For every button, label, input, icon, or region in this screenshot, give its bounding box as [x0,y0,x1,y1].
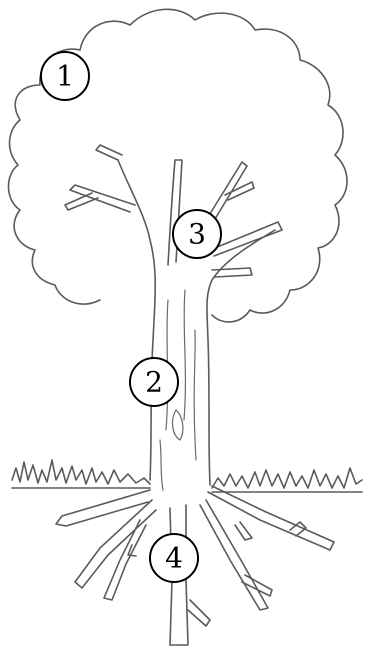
bark-line [173,410,183,440]
root-right-stub [235,522,252,540]
label-roots-marker: 4 [150,534,198,582]
root-center-branch [188,600,210,626]
bark-line [194,330,196,460]
label-crown-marker: 1 [41,52,89,100]
branch-left-upper [96,145,122,160]
grass-left [12,460,150,484]
bark-line [184,290,185,420]
branch-right-small [225,182,254,200]
bark-line [160,440,163,490]
label-crown-number: 1 [56,60,74,93]
root-right-mid [200,500,268,610]
trunk-left-edge [118,160,155,480]
label-branches-number: 3 [188,218,206,251]
branch-left-small [65,193,98,210]
label-branches-marker: 3 [173,210,221,258]
label-trunk-number: 2 [145,366,163,399]
grass-right [212,468,362,488]
root-right-long [208,486,334,550]
root-left-top [56,490,150,526]
label-trunk-marker: 2 [130,358,178,406]
root-right-small [242,575,272,596]
root-left-long [75,500,156,588]
root-left-mid [104,520,146,600]
label-roots-number: 4 [165,542,183,575]
